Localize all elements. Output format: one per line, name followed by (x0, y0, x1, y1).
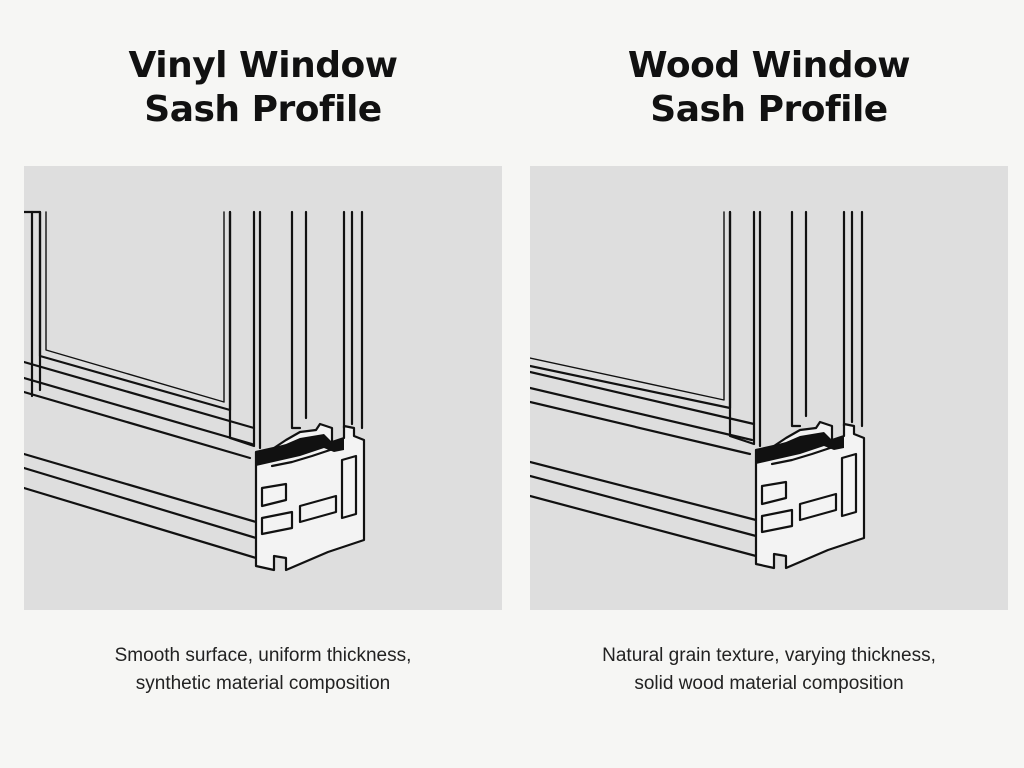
chamber-divider (270, 446, 338, 468)
rail-front-groove (24, 466, 258, 540)
wood-sash-drawing (530, 210, 866, 570)
chamber-3 (798, 492, 838, 522)
stile-outer (228, 210, 256, 448)
vinyl-caption-line2: synthetic material composition (135, 673, 391, 694)
weather-seal (256, 434, 344, 466)
wood-caption: Natural grain texture, varying thickness… (530, 642, 1008, 698)
glass-pane-edge (530, 211, 725, 401)
chamber-2 (260, 510, 294, 536)
vinyl-sash-drawing (24, 210, 366, 572)
rail-front-bottom (530, 494, 758, 558)
wood-sash-illustration (530, 166, 1008, 610)
vinyl-sash-illustration (24, 166, 502, 610)
rail-front-top (530, 460, 758, 522)
wood-caption-line1: Natural grain texture, varying thickness… (602, 645, 936, 666)
chamber-2 (760, 508, 794, 534)
end-profile-outline (254, 422, 366, 572)
wood-title: Wood Window Sash Profile (530, 44, 1008, 132)
glass-pane-edge (45, 211, 225, 403)
stile-inner (790, 210, 802, 428)
chamber-divider (770, 444, 838, 466)
rail-front-top (24, 452, 258, 524)
sill-top-edge (24, 360, 256, 430)
wood-caption-line2: solid wood material composition (634, 673, 904, 694)
vinyl-title: Vinyl Window Sash Profile (24, 44, 502, 132)
chamber-1 (760, 480, 788, 506)
chamber-4 (340, 454, 358, 520)
sill-bead-top (24, 376, 254, 446)
wood-title-line1: Wood Window (627, 45, 911, 86)
wood-title-line2: Sash Profile (650, 89, 888, 130)
rail-front-bottom (24, 486, 258, 560)
sill-bead-top (530, 386, 754, 442)
vinyl-caption-line1: Smooth surface, uniform thickness, (114, 645, 412, 666)
sill-top-edge (530, 370, 756, 426)
glass-recess-frame (38, 210, 232, 412)
stile-inner (290, 210, 302, 430)
end-profile-outline (754, 420, 866, 570)
vinyl-title-line2: Sash Profile (144, 89, 382, 130)
weather-seal (756, 432, 844, 464)
vinyl-caption: Smooth surface, uniform thickness, synth… (24, 642, 502, 698)
rail-front-groove (530, 474, 758, 538)
sill-bead-bottom (530, 400, 752, 456)
chamber-1 (260, 482, 288, 508)
vinyl-title-line1: Vinyl Window (128, 45, 398, 86)
sill-bead-bottom (24, 390, 252, 460)
chamber-4 (840, 452, 858, 518)
stile-outer (728, 210, 756, 446)
chamber-3 (298, 494, 338, 524)
